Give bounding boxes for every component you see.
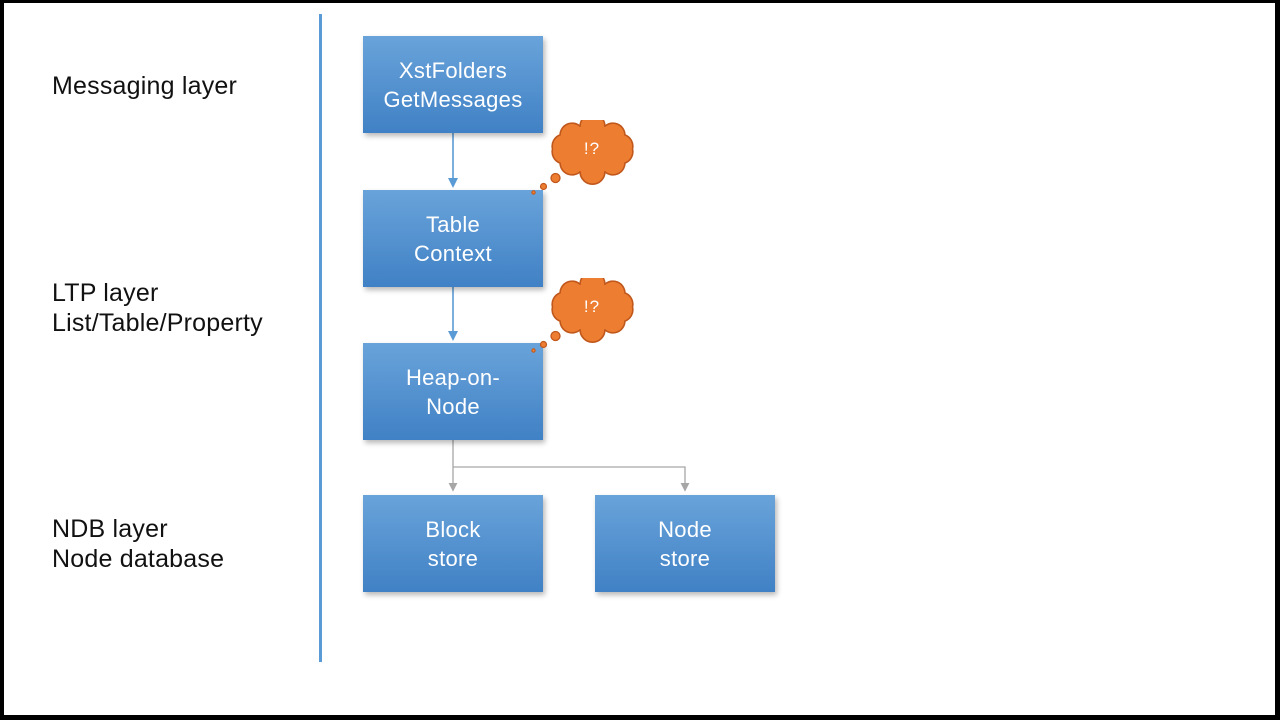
box-block-store: Block store — [363, 495, 543, 592]
box-label-line: Block — [425, 516, 481, 542]
box-label-line: Table — [425, 211, 481, 237]
label-ndb-layer: NDB layer Node database — [52, 514, 224, 574]
label-messaging-layer: Messaging layer — [52, 71, 237, 101]
slide-canvas — [4, 3, 1275, 715]
label-line: NDB layer — [52, 515, 168, 543]
label-line: Node database — [52, 545, 225, 573]
box-label-line: Node — [658, 516, 712, 542]
box-table-context: Table Context — [363, 190, 543, 287]
box-xstfolders-getmessages: XstFolders GetMessages — [363, 36, 543, 133]
bubble-text: !? — [583, 139, 601, 158]
box-label-line: XstFolders — [398, 57, 508, 83]
box-label-line: store — [427, 545, 479, 571]
box-label-line: Node — [426, 393, 480, 419]
bubble-text: !? — [583, 297, 601, 316]
box-label-line: store — [659, 545, 711, 571]
thought-bubble-2: !? — [526, 278, 638, 356]
thought-bubble-1: !? — [526, 120, 638, 198]
box-node-store: Node store — [595, 495, 775, 592]
cloud-callout-icon — [531, 278, 634, 353]
label-ltp-layer: LTP layer List/Table/Property — [52, 278, 263, 338]
box-label-line: GetMessages — [383, 86, 523, 112]
box-heap-on-node: Heap-on- Node — [363, 343, 543, 440]
layer-divider-line — [319, 14, 322, 662]
cloud-callout-icon — [531, 120, 634, 195]
label-line: LTP layer — [52, 279, 159, 307]
box-label-line: Heap-on- — [405, 364, 501, 390]
label-line: Messaging layer — [52, 72, 238, 100]
box-label-line: Context — [414, 240, 492, 266]
label-line: List/Table/Property — [52, 309, 263, 337]
